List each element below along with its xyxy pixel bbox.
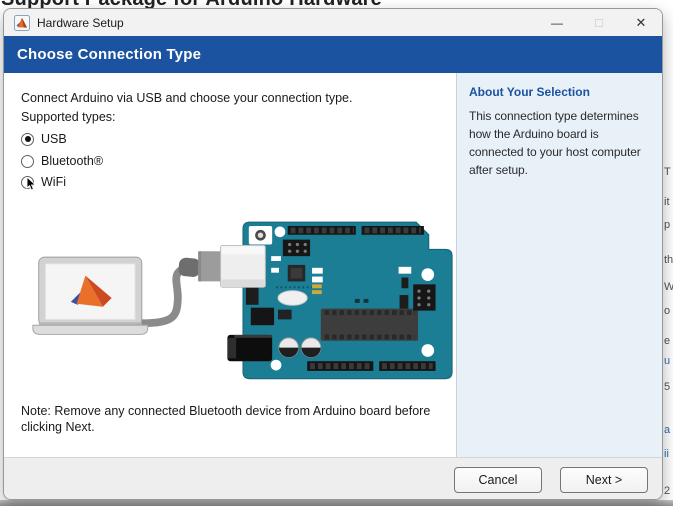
step-title: Choose Connection Type [17, 46, 202, 63]
background-text-fragment: T [664, 166, 671, 178]
background-text-fragment: th [664, 254, 673, 266]
supported-types-label: Supported types: [21, 110, 116, 124]
note-text: Note: Remove any connected Bluetooth dev… [21, 404, 431, 434]
background-text-fragment: it [664, 196, 670, 208]
background-text-fragment: 5 [664, 381, 671, 393]
arduino-board [227, 221, 453, 380]
intro-text: Connect Arduino via USB and choose your … [21, 91, 353, 105]
bluetooth-radio-label: Bluetooth® [41, 154, 104, 168]
background-text-fragment: p [664, 219, 671, 231]
background-page-heading: Support Package for Arduino Hardware [1, 0, 382, 11]
cancel-button[interactable]: Cancel [454, 466, 542, 493]
sidebar-heading: About Your Selection [469, 85, 590, 99]
usb-radio-label: USB [41, 132, 67, 146]
usb-connection-illustration [32, 221, 453, 380]
about-selection-sidebar: About Your Selection This connection typ… [456, 73, 662, 457]
background-bottom-edge [0, 500, 673, 506]
sidebar-body-text: This connection type determines how the … [469, 109, 641, 177]
footer-bar: Cancel Next > [4, 457, 662, 499]
usb-radio-button[interactable] [21, 132, 34, 146]
usb-plug [178, 244, 266, 288]
background-text-fragment: e [664, 335, 671, 347]
close-button-icon[interactable]: ✕ [635, 14, 647, 30]
dialog-body: Connect Arduino via USB and choose your … [4, 73, 662, 457]
mouse-cursor-icon [26, 177, 37, 191]
usb-cable [136, 263, 190, 328]
hardware-setup-dialog: Hardware Setup — □ ✕ Choose Connection T… [3, 8, 663, 500]
wifi-radio-label: WiFi [41, 175, 66, 189]
window-title: Hardware Setup [37, 15, 124, 30]
matlab-logo [70, 275, 112, 307]
radio-option-wifi[interactable]: WiFi [21, 174, 66, 191]
step-header: Choose Connection Type [4, 36, 662, 73]
minimize-button-icon[interactable]: — [551, 15, 563, 30]
background-text-fragment: u [664, 355, 671, 367]
background-text-fragment: ii [664, 448, 669, 460]
background-text-fragment: 2 [664, 485, 671, 497]
matlab-app-icon [14, 14, 30, 31]
next-button[interactable]: Next > [560, 466, 648, 493]
bluetooth-radio-button[interactable] [21, 154, 34, 168]
window-controls: — □ ✕ [536, 9, 662, 36]
background-text-fragment: a [664, 424, 671, 436]
radio-option-bluetooth[interactable]: Bluetooth® [21, 153, 103, 169]
laptop [32, 256, 149, 335]
title-bar[interactable]: Hardware Setup — □ ✕ [4, 9, 662, 36]
background-text-fragment: W [664, 281, 673, 293]
maximize-button-icon: □ [595, 15, 603, 30]
radio-option-usb[interactable]: USB [21, 131, 67, 147]
background-text-fragment: o [664, 305, 671, 317]
